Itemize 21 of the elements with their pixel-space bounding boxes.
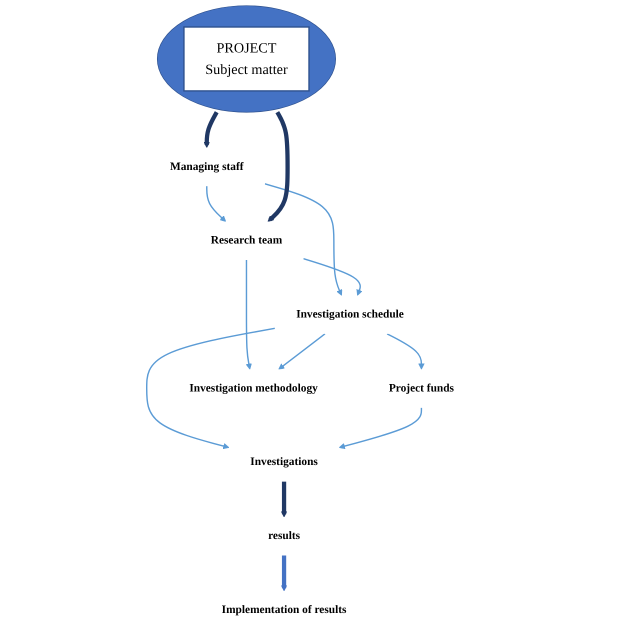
arrow	[146, 328, 275, 450]
arrow	[303, 258, 362, 296]
arrow	[280, 482, 288, 518]
node-text: Investigation methodology	[189, 382, 318, 394]
arrow	[204, 111, 219, 148]
node-text: Research team	[210, 234, 282, 246]
node-box: PROJECT Subject matter	[183, 26, 310, 92]
arrow	[264, 183, 342, 296]
node-text: results	[268, 530, 300, 542]
arrow	[386, 333, 425, 370]
arrow	[268, 111, 290, 222]
node-text: Implementation of results	[222, 604, 346, 616]
arrow	[246, 260, 252, 370]
node-text: Managing staff	[170, 160, 244, 173]
arrow	[338, 408, 422, 450]
arrow	[206, 186, 226, 222]
node-text: Investigations	[250, 456, 318, 468]
node-text: Project funds	[388, 382, 454, 394]
node-text: Investigation schedule	[296, 308, 404, 320]
arrow	[280, 555, 288, 592]
arrow	[278, 333, 326, 370]
